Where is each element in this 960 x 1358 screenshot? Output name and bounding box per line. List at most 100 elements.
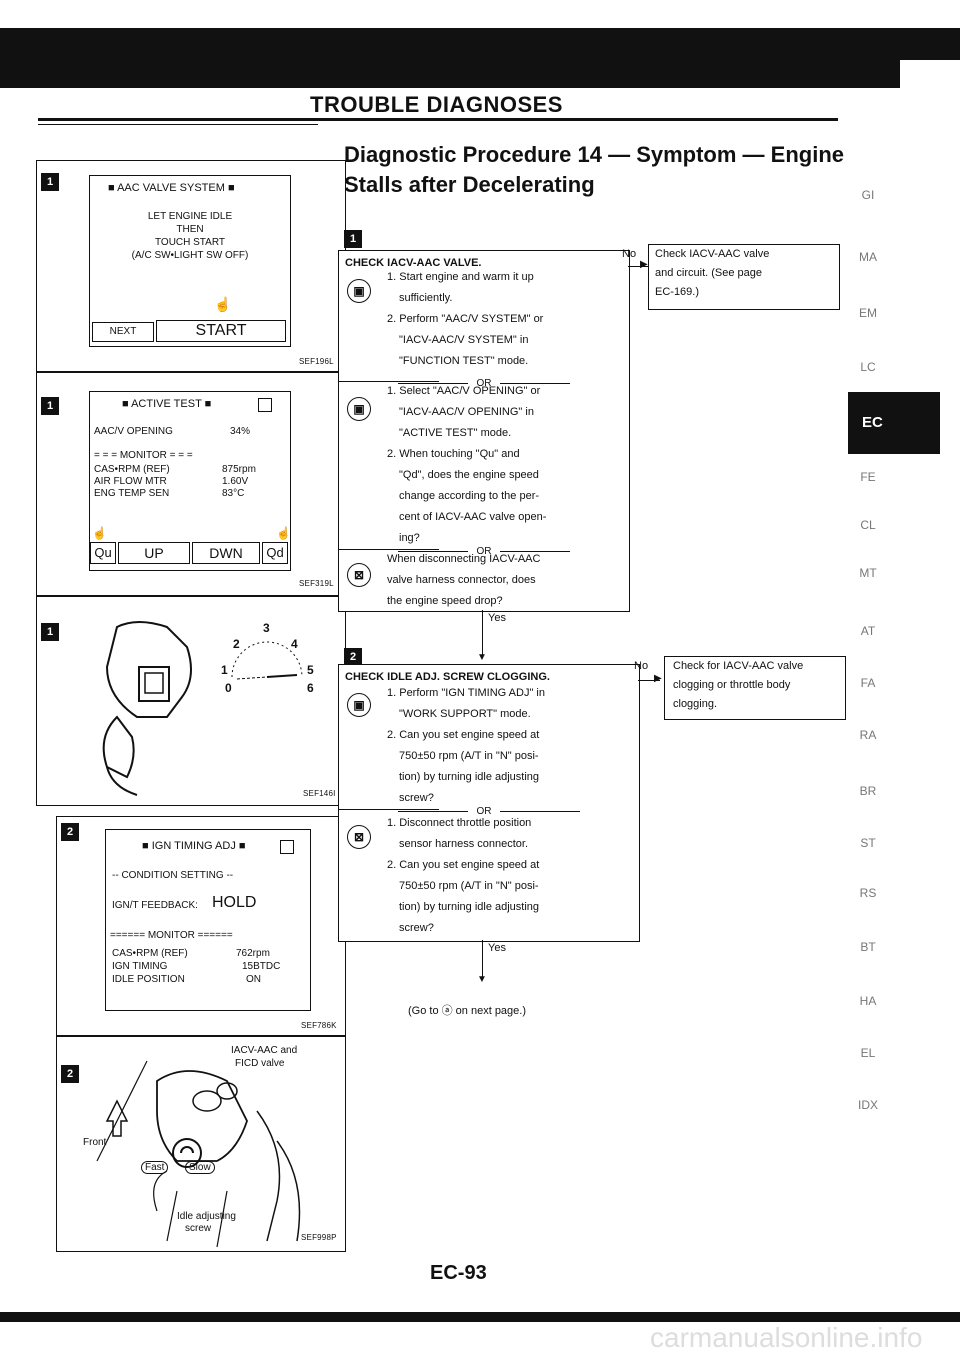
step-badge: 1 — [41, 397, 59, 415]
sidebar-item-br[interactable]: BR — [859, 784, 877, 798]
text-line: 750±50 rpm (A/T in "N" posi- — [399, 880, 539, 892]
monitor-value: 15BTDC — [242, 961, 281, 972]
down-button[interactable]: DWN — [192, 542, 260, 564]
step-text: 1. Select "AAC/V OPENING" or "IACV-AAC/V… — [387, 381, 627, 549]
monitor-header: ====== MONITOR ====== — [110, 930, 233, 941]
sidebar-item-ha[interactable]: HA — [859, 994, 877, 1008]
monitor-value: 762rpm — [236, 948, 270, 959]
text-line: "IACV-AAC/V OPENING" in — [399, 406, 534, 418]
consult-icon: ▣ — [347, 693, 371, 717]
sidebar-item-fa[interactable]: FA — [860, 676, 876, 690]
opening-label: AAC/V OPENING — [94, 426, 173, 437]
label-idle-screw: screw — [185, 1223, 212, 1234]
monitor-header: = = = MONITOR = = = — [94, 450, 193, 461]
text-line: 1. Perform "IGN TIMING ADJ" in — [387, 687, 545, 699]
top-band-notch — [900, 60, 960, 88]
text-line: 750±50 rpm (A/T in "N" posi- — [399, 750, 539, 762]
no-label: No — [634, 660, 649, 672]
text-line: clogging or throttle body — [673, 679, 791, 691]
step-badge: 1 — [344, 230, 362, 248]
sidebar-item-mt[interactable]: MT — [859, 566, 877, 580]
sidebar-item-cl[interactable]: CL — [860, 518, 876, 532]
no-consult-icon: ⊠ — [347, 825, 371, 849]
yes-label: Yes — [488, 612, 506, 624]
or-label: OR — [476, 378, 492, 389]
or-divider: OR — [339, 541, 629, 562]
text-line: screw? — [399, 792, 434, 804]
consult-screen: ■ IGN TIMING ADJ ■ -- CONDITION SETTING … — [105, 829, 311, 1011]
monitor-label: AIR FLOW MTR — [94, 476, 167, 487]
feedback-label: IGN/T FEEDBACK: — [112, 900, 198, 911]
feedback-value: HOLD — [212, 894, 257, 911]
sidebar-item-ec[interactable]: EC — [848, 392, 940, 454]
or-divider: OR — [339, 801, 639, 822]
arrow-head-icon: ▶ — [654, 673, 662, 684]
qu-button[interactable]: Qu — [90, 542, 116, 564]
text-line: the engine speed drop? — [387, 595, 503, 607]
sidebar-item-idx[interactable]: IDX — [857, 1098, 878, 1112]
sidebar-item-ma[interactable]: MA — [859, 250, 877, 264]
or-label: OR — [476, 806, 492, 817]
label-iacv: IACV-AAC and — [231, 1045, 298, 1056]
consult-icon: ▣ — [347, 279, 371, 303]
check-idle-screw-box: CHECK IDLE ADJ. SCREW CLOGGING. ▣ 1. Per… — [338, 664, 640, 942]
monitor-label: IGN TIMING — [112, 961, 168, 972]
panel-tester: 1 3 2 4 1 5 0 6 SEF146I — [36, 596, 346, 806]
sidebar-item-rs[interactable]: RS — [859, 886, 877, 900]
text-line: 1. Disconnect throttle position — [387, 817, 532, 829]
monitor-value: 1.60V — [222, 476, 249, 487]
monitor-label: IDLE POSITION — [112, 974, 185, 985]
iacv-valve-drawing — [102, 621, 192, 796]
touch-hand-icon: ☝ — [214, 296, 232, 312]
step-title: CHECK IDLE ADJ. SCREW CLOGGING. — [345, 671, 550, 683]
consult-screen: ■ ACTIVE TEST ■ AAC/V OPENING 34% = = = … — [89, 391, 291, 571]
sidebar-item-em[interactable]: EM — [859, 306, 877, 320]
no-label: No — [622, 248, 637, 260]
consult-icon: ▣ — [347, 397, 371, 421]
label-fast: Fast — [141, 1161, 169, 1174]
sidebar-item-st[interactable]: ST — [860, 836, 876, 850]
procedure-title: Diagnostic Procedure 14 — Symptom — Engi… — [344, 140, 864, 200]
sidebar-item-lc[interactable]: LC — [860, 360, 876, 374]
sidebar-item-at[interactable]: AT — [860, 624, 876, 638]
goto-next-page: (Go to ⓐ on next page.) — [408, 1005, 527, 1017]
instruction-line: (A/C SW•LIGHT SW OFF) — [131, 250, 249, 261]
text-line: change according to the per- — [399, 490, 540, 502]
text-line: "Qd", does the engine speed — [399, 469, 539, 481]
next-button[interactable]: NEXT — [92, 322, 154, 342]
sidebar-item-gi[interactable]: GI — [861, 188, 875, 202]
screen-title: ■ AAC VALVE SYSTEM ■ — [108, 182, 235, 194]
text-line: cent of IACV-AAC valve open- — [399, 511, 547, 523]
yes-flow-line — [482, 940, 483, 980]
label-idle-screw: Idle adjusting — [177, 1211, 236, 1222]
text-line: 2. Can you set engine speed at — [387, 729, 540, 741]
text-line: Check for IACV-AAC valve — [673, 660, 804, 672]
dial-label: 6 — [307, 681, 314, 695]
screen-title: ■ IGN TIMING ADJ ■ — [142, 840, 246, 852]
checkbox-icon[interactable] — [258, 398, 272, 412]
no-arrow — [638, 680, 660, 681]
sidebar-item-ra[interactable]: RA — [859, 728, 877, 742]
figure-code: SEF146I — [303, 789, 336, 798]
text-line: clogging. — [673, 698, 718, 710]
text-line: "WORK SUPPORT" mode. — [399, 708, 531, 720]
monitor-label: ENG TEMP SEN — [94, 488, 170, 499]
checkbox-icon[interactable] — [280, 840, 294, 854]
panel-ign-timing: 2 ■ IGN TIMING ADJ ■ -- CONDITION SETTIN… — [56, 816, 346, 1036]
panel-aac-valve-system: 1 ■ AAC VALVE SYSTEM ■ LET ENGINE IDLE T… — [36, 160, 346, 372]
qd-button[interactable]: Qd — [262, 542, 288, 564]
sidebar-item-el[interactable]: EL — [860, 1046, 876, 1060]
watermark: carmanualsonline.info — [650, 1322, 923, 1353]
instruction-line: LET ENGINE IDLE — [147, 211, 233, 222]
text-line: and circuit. (See page — [655, 267, 763, 279]
text-line: EC-169.) — [655, 286, 700, 298]
text-line: ing? — [399, 532, 420, 544]
sidebar-item-bt[interactable]: BT — [860, 940, 876, 954]
up-button[interactable]: UP — [118, 542, 190, 564]
or-divider: OR — [339, 373, 629, 394]
start-button[interactable]: START — [156, 320, 286, 342]
screen-instructions: LET ENGINE IDLE THEN TOUCH START (A/C SW… — [90, 210, 290, 262]
text-line: screw? — [399, 922, 434, 934]
sidebar-item-fe[interactable]: FE — [860, 470, 876, 484]
step-text: 1. Disconnect throttle position sensor h… — [387, 813, 637, 939]
